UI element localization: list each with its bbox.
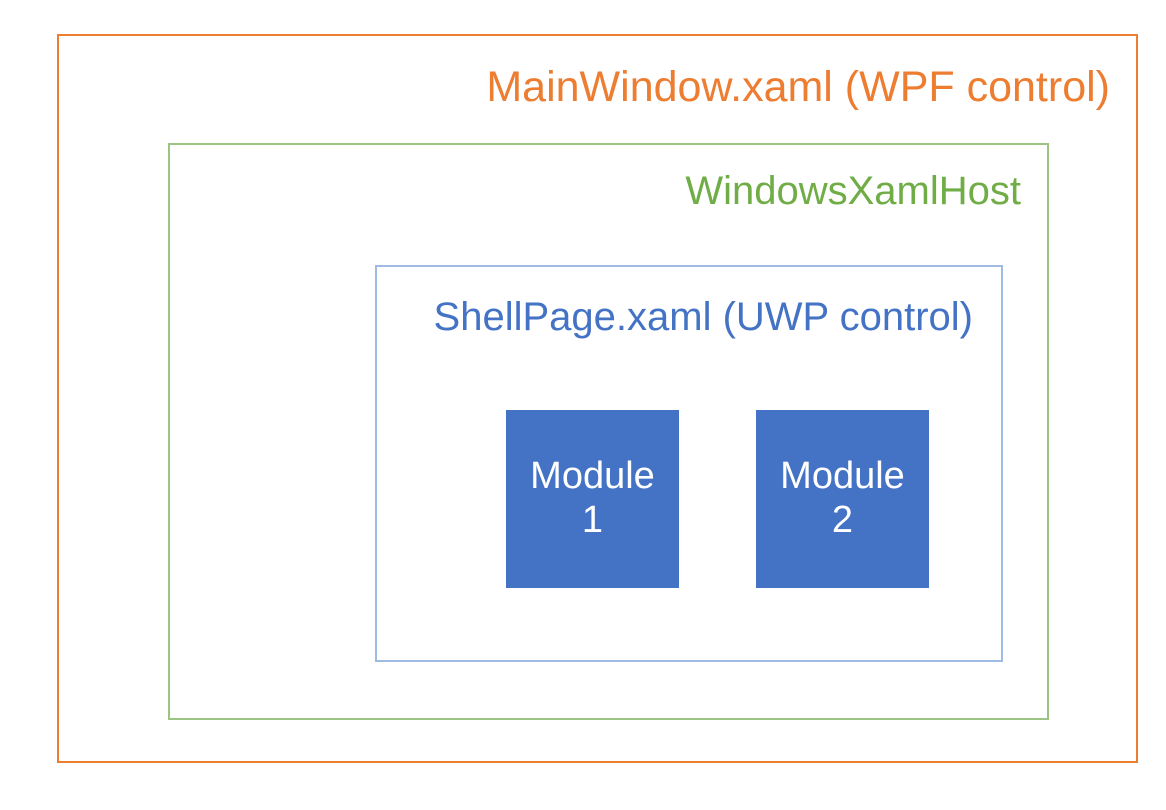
layer-mainwindow-label: MainWindow.xaml (WPF control) <box>486 63 1110 111</box>
layer-shellpage-uwp: ShellPage.xaml (UWP control) Module 1 Mo… <box>375 265 1003 662</box>
module-2-number: 2 <box>831 499 854 541</box>
module-box-2: Module 2 <box>756 410 929 588</box>
module-row: Module 1 Module 2 <box>506 410 929 588</box>
layer-windowsxamlhost: WindowsXamlHost ShellPage.xaml (UWP cont… <box>168 143 1049 720</box>
module-2-name: Module <box>780 455 905 498</box>
module-box-1: Module 1 <box>506 410 679 588</box>
module-1-name: Module <box>530 455 655 498</box>
layer-mainwindow-wpf: MainWindow.xaml (WPF control) WindowsXam… <box>57 34 1138 763</box>
layer-windowsxamlhost-label: WindowsXamlHost <box>685 169 1021 213</box>
module-1-number: 1 <box>581 499 604 541</box>
layer-shellpage-label: ShellPage.xaml (UWP control) <box>433 295 973 339</box>
